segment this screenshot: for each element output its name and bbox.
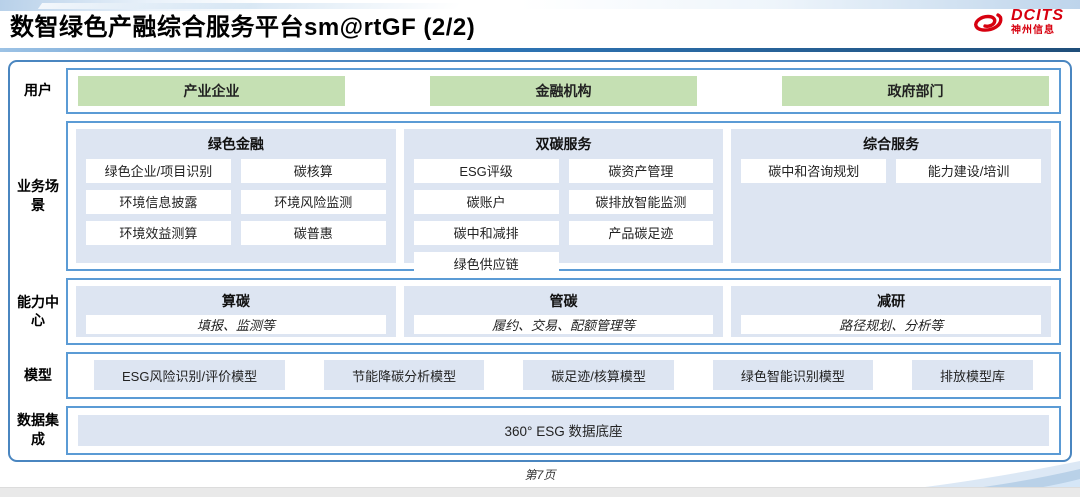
bottom-bar — [0, 487, 1080, 497]
panel-green-finance: 绿色金融 绿色企业/项目识别 碳核算 环境信息披露 环境风险监测 环境效益测算 … — [76, 128, 396, 263]
user-item-finance: 金融机构 — [429, 75, 697, 106]
scenario-item: 碳中和咨询规划 — [741, 158, 887, 183]
logo-text: DCITS 神州信息 — [1011, 8, 1064, 36]
panel-dual-carbon: 双碳服务 ESG评级 碳资产管理 碳账户 碳排放智能监测 碳中和减排 产品碳足迹… — [403, 128, 724, 276]
scenario-item: 环境风险监测 — [240, 189, 386, 214]
green-finance-items: 绿色企业/项目识别 碳核算 环境信息披露 环境风险监测 环境效益测算 碳普惠 — [76, 158, 396, 253]
scenario-item: 绿色供应链 — [413, 251, 559, 276]
row-label-scenarios: 业务场景 — [17, 177, 59, 213]
model-item: 碳足迹/核算模型 — [523, 360, 674, 391]
architecture-diagram: 用户 产业企业 金融机构 政府部门 业务场景 绿色金融 绿色企业/项目识别 碳核… — [8, 60, 1072, 462]
row-label-data-integration: 数据集成 — [17, 412, 59, 448]
model-item: ESG风险识别/评价模型 — [94, 360, 286, 391]
data-integration-box: 360° ESG 数据底座 — [66, 405, 1061, 456]
cap-panel-calc-carbon: 算碳 填报、监测等 — [76, 285, 396, 338]
cap-desc: 路径规划、分析等 — [741, 314, 1042, 334]
scenario-item: 碳中和减排 — [413, 220, 559, 245]
page-number: 第7页 — [524, 468, 556, 482]
logo-subtitle: 神州信息 — [1011, 25, 1055, 36]
panel-title-comprehensive: 综合服务 — [863, 135, 920, 152]
scenario-item: 碳账户 — [413, 189, 559, 214]
row-label-models: 模型 — [24, 366, 52, 383]
models-box: ESG风险识别/评价模型 节能降碳分析模型 碳足迹/核算模型 绿色智能识别模型 … — [66, 352, 1061, 399]
cap-panel-manage-carbon: 管碳 履约、交易、配额管理等 — [403, 285, 724, 338]
row-capabilities: 能力中心 算碳 填报、监测等 管碳 履约、交易、配额管理等 减研 路径规划、分析… — [10, 277, 1070, 346]
title-underline — [0, 48, 1080, 52]
scenario-item: 环境信息披露 — [86, 189, 231, 214]
scenario-item: 碳普惠 — [240, 220, 386, 245]
panel-title-green-finance: 绿色金融 — [207, 135, 264, 152]
data-base-item: 360° ESG 数据底座 — [78, 414, 1049, 447]
row-models: 模型 ESG风险识别/评价模型 节能降碳分析模型 碳足迹/核算模型 绿色智能识别… — [10, 352, 1070, 399]
panel-comprehensive: 综合服务 碳中和咨询规划 能力建设/培训 — [731, 128, 1052, 263]
scenario-item: ESG评级 — [413, 158, 559, 183]
scenario-item: 碳核算 — [240, 158, 386, 183]
cap-title: 管碳 — [549, 292, 578, 309]
row-scenarios: 业务场景 绿色金融 绿色企业/项目识别 碳核算 环境信息披露 环境风险监测 环境… — [10, 120, 1070, 276]
comprehensive-items: 碳中和咨询规划 能力建设/培训 — [731, 158, 1051, 191]
user-item-government: 政府部门 — [781, 75, 1049, 106]
row-label-users: 用户 — [24, 82, 52, 99]
header-decoration-right — [520, 0, 1080, 9]
scenario-item: 碳排放智能监测 — [568, 189, 714, 214]
dcits-swirl-icon — [969, 7, 1007, 37]
cap-panel-reduce-research: 减研 路径规划、分析等 — [731, 285, 1052, 338]
page-title: 数智绿色产融综合服务平台sm@rtGF (2/2) — [10, 14, 476, 41]
model-item: 排放模型库 — [911, 360, 1033, 391]
capabilities-box: 算碳 填报、监测等 管碳 履约、交易、配额管理等 减研 路径规划、分析等 — [66, 277, 1061, 346]
scenarios-box: 绿色金融 绿色企业/项目识别 碳核算 环境信息披露 环境风险监测 环境效益测算 … — [66, 120, 1061, 276]
cap-desc: 履约、交易、配额管理等 — [413, 314, 714, 334]
users-box: 产业企业 金融机构 政府部门 — [66, 68, 1061, 114]
row-users: 用户 产业企业 金融机构 政府部门 — [10, 68, 1070, 114]
logo-brand: DCITS — [1011, 7, 1064, 24]
panel-title-dual-carbon: 双碳服务 — [535, 135, 592, 152]
scenario-item: 能力建设/培训 — [896, 158, 1042, 183]
scenario-item: 碳资产管理 — [568, 158, 714, 183]
dcits-logo: DCITS 神州信息 — [969, 7, 1064, 37]
scenario-item: 产品碳足迹 — [568, 220, 714, 245]
dual-carbon-items: ESG评级 碳资产管理 碳账户 碳排放智能监测 碳中和减排 产品碳足迹 绿色供应… — [404, 158, 724, 284]
cap-desc: 填报、监测等 — [86, 314, 386, 334]
row-label-capabilities: 能力中心 — [17, 293, 59, 329]
scenario-item: 绿色企业/项目识别 — [86, 158, 231, 183]
row-data-integration: 数据集成 360° ESG 数据底座 — [10, 405, 1070, 456]
scenario-item: 环境效益测算 — [86, 220, 231, 245]
model-item: 节能降碳分析模型 — [324, 360, 485, 391]
cap-title: 减研 — [877, 292, 906, 309]
user-item-industry: 产业企业 — [78, 75, 346, 106]
model-item: 绿色智能识别模型 — [712, 360, 873, 391]
cap-title: 算碳 — [221, 292, 250, 309]
